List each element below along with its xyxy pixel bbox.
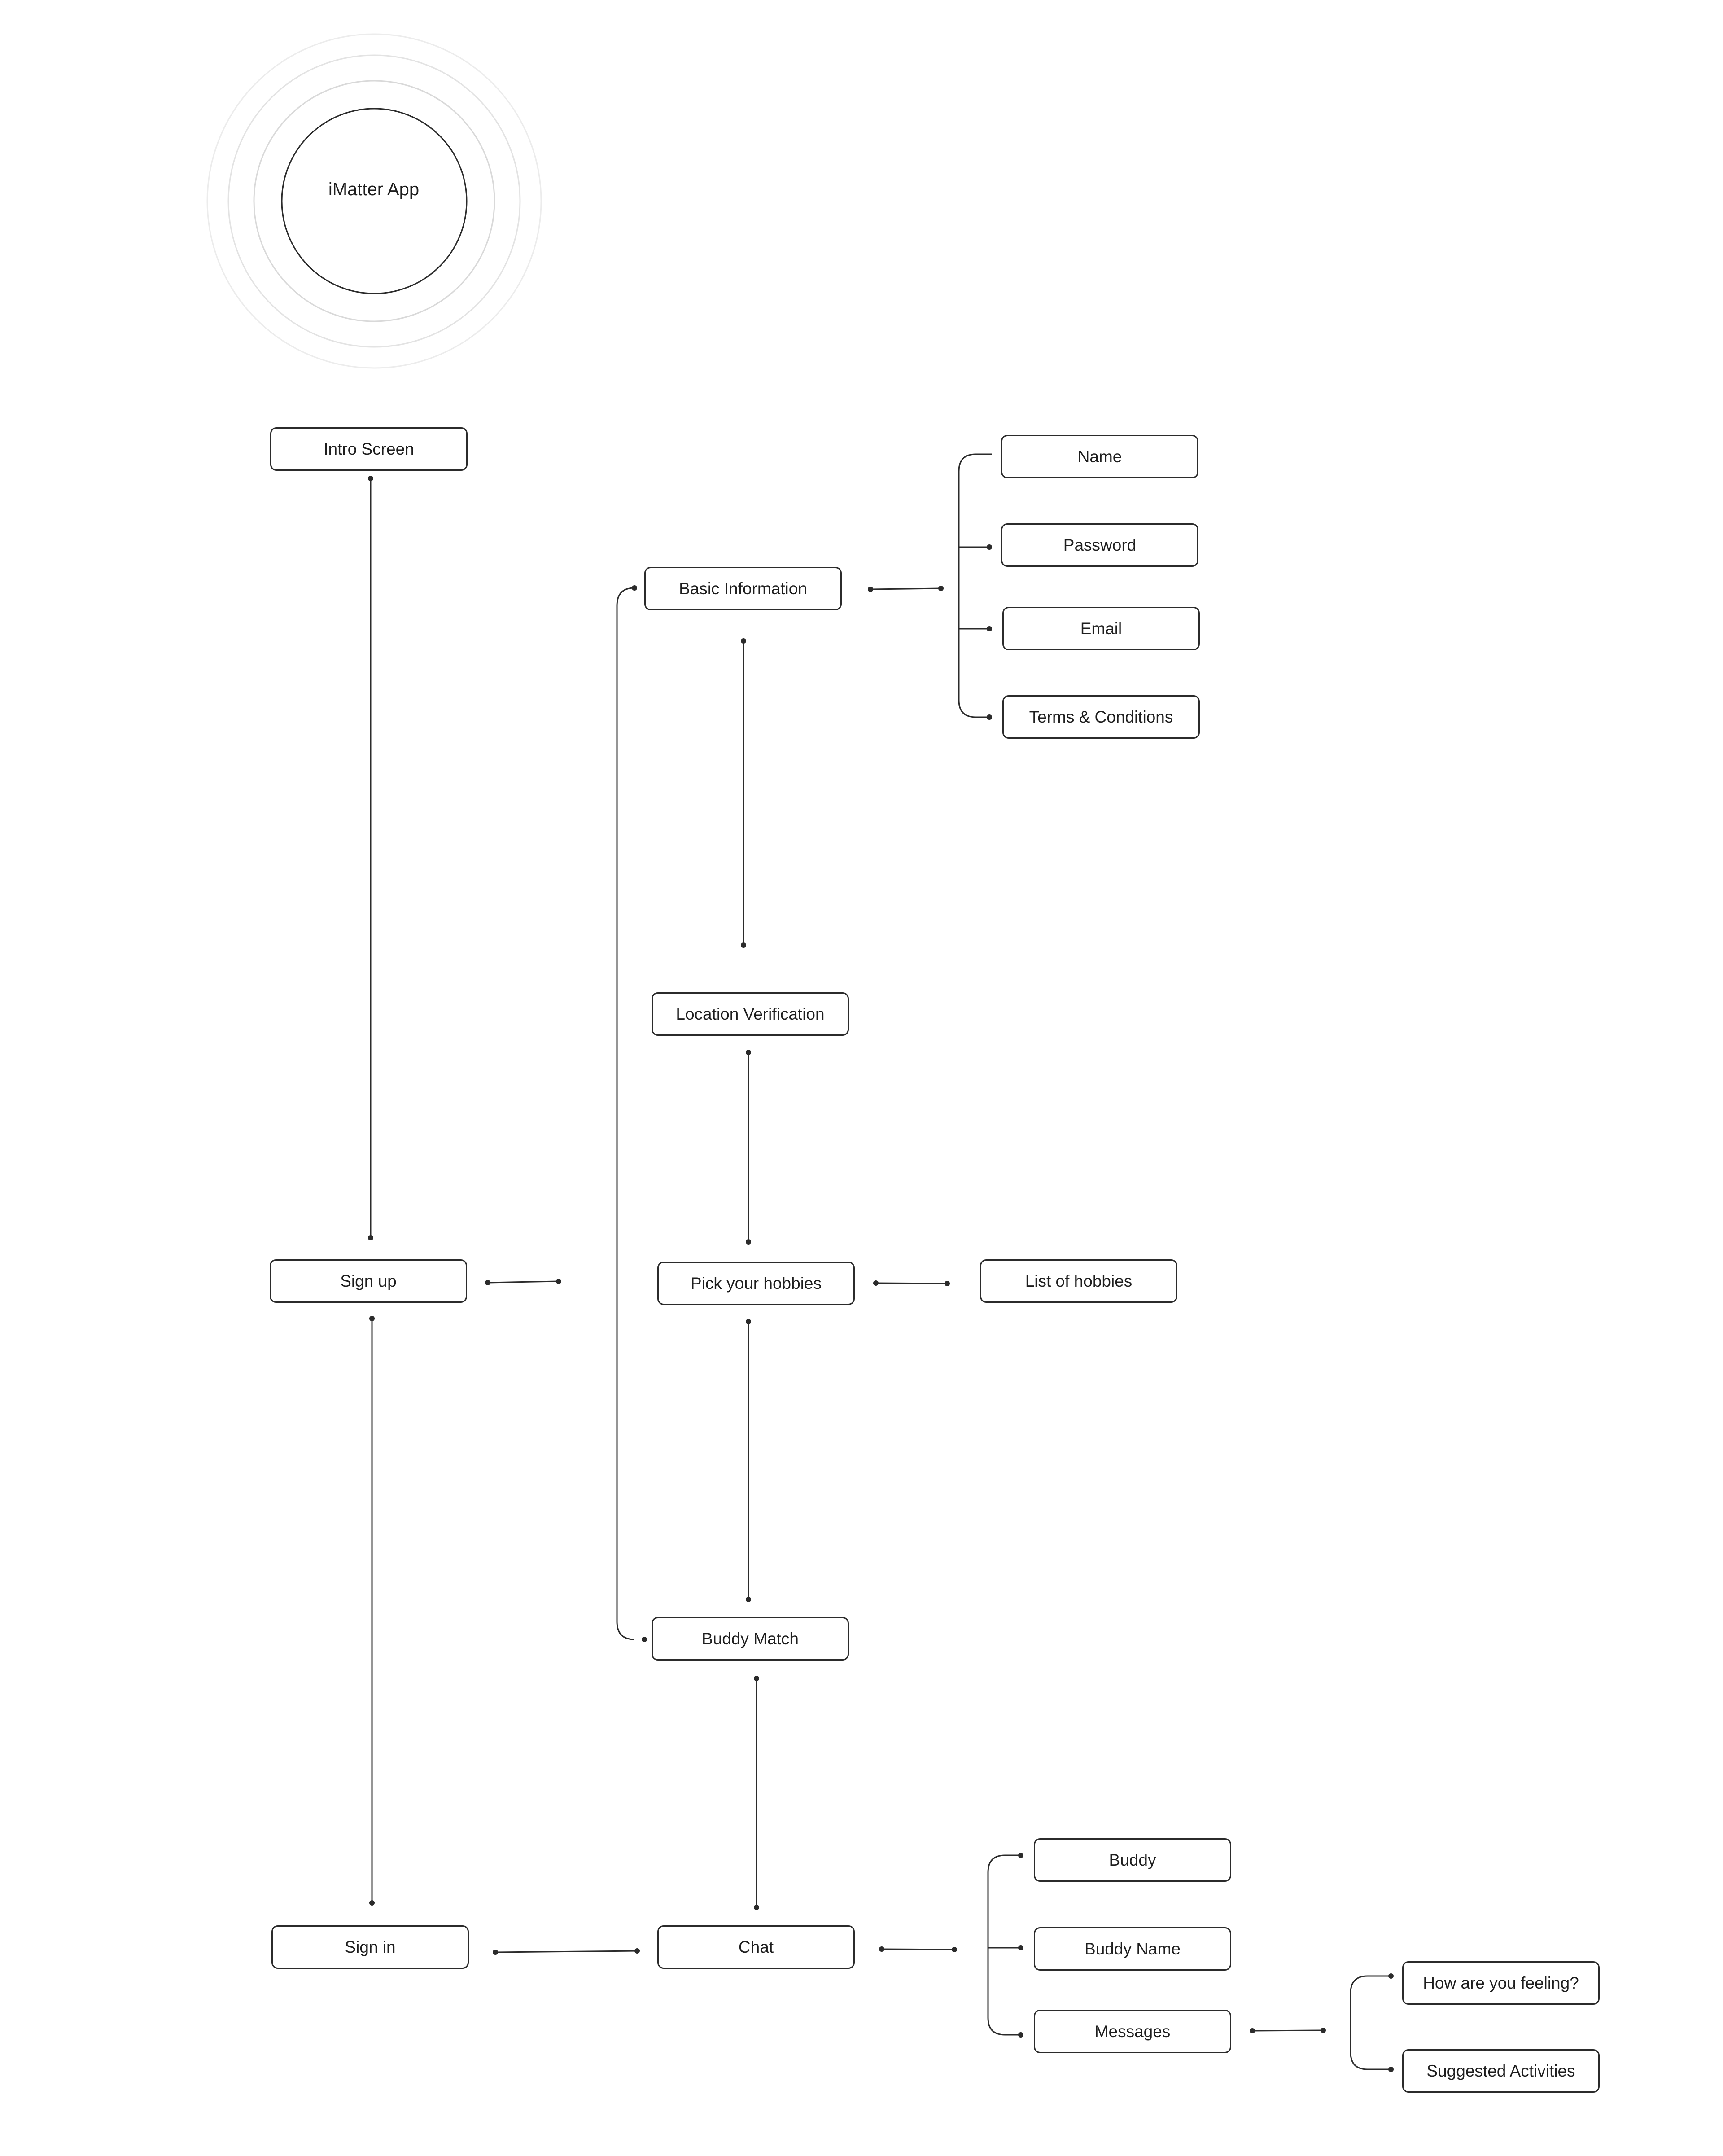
node-email: Email [1002, 607, 1200, 650]
edge-hobbies-list [875, 1282, 948, 1284]
node-location-verification: Location Verification [652, 992, 849, 1036]
edge-signup-flow [487, 1280, 559, 1284]
node-chat: Chat [657, 1925, 855, 1969]
node-buddy: Buddy [1034, 1838, 1231, 1882]
node-password: Password [1001, 523, 1198, 567]
node-pick-your-hobbies: Pick your hobbies [657, 1262, 855, 1305]
node-basic-information: Basic Information [644, 567, 842, 610]
edge-messages-sub [1252, 2029, 1324, 2032]
edge-signin-chat [495, 1950, 638, 1953]
node-how-are-you-feeling: How are you feeling? [1402, 1961, 1600, 2005]
node-buddy-match: Buddy Match [652, 1617, 849, 1661]
node-suggested-activities: Suggested Activities [1402, 2049, 1600, 2093]
hub-circle [281, 108, 468, 294]
edge-basic-fields [870, 587, 941, 590]
hub-ring-outer [206, 33, 542, 369]
chat-options-bracket [987, 1854, 1021, 2036]
node-list-of-hobbies: List of hobbies [980, 1259, 1177, 1303]
app-title: iMatter App [328, 180, 420, 199]
node-sign-in: Sign in [271, 1925, 469, 1969]
edge-chat-options [881, 1948, 955, 1950]
node-sign-up: Sign up [270, 1259, 467, 1303]
node-intro-screen: Intro Screen [270, 427, 468, 471]
node-terms-conditions: Terms & Conditions [1002, 695, 1200, 739]
hub-ring-inner [253, 80, 495, 322]
node-name: Name [1001, 435, 1198, 478]
fields-bracket [958, 453, 992, 718]
messages-sub-bracket [1350, 1975, 1391, 2070]
node-messages: Messages [1034, 2010, 1231, 2053]
hub-ring-middle [227, 54, 521, 348]
signup-flow-bracket [616, 587, 635, 1640]
node-buddy-name: Buddy Name [1034, 1927, 1231, 1971]
